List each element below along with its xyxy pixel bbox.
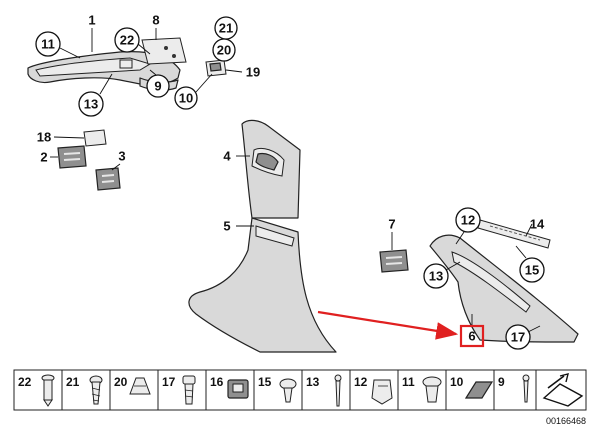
legend-label-22: 22 (18, 375, 32, 389)
callout-18: 18 (37, 130, 51, 145)
fastener-22-icon (41, 374, 55, 407)
callout-22: 22 (120, 33, 134, 48)
leader-3 (111, 163, 121, 171)
leader-15 (515, 245, 527, 259)
callout-bubble-13-right: 13 (423, 263, 449, 289)
legend-label-21: 21 (66, 375, 80, 389)
callout-10: 10 (179, 91, 193, 106)
legend-strip: 22 21 20 17 16 15 13 12 11 10 9 (13, 369, 587, 411)
callout-bubble-12: 12 (455, 207, 481, 233)
callout-bubble-13-top: 13 (78, 91, 104, 117)
part-7-switch (379, 249, 409, 273)
leader-13-top (99, 73, 113, 95)
part-4-upper-pillar (241, 119, 301, 219)
legend-label-13: 13 (306, 375, 320, 389)
fastener-9-icon (522, 374, 530, 403)
callout-6: 6 (468, 329, 475, 344)
legend-label-17: 17 (162, 375, 176, 389)
callout-2: 2 (40, 150, 47, 165)
leader-10 (195, 73, 213, 93)
highlight-box-6 (459, 324, 485, 348)
callout-bubble-22: 22 (114, 27, 140, 53)
callout-21: 21 (219, 21, 233, 36)
catalog-symbol-icon (542, 373, 584, 407)
callout-14: 14 (530, 217, 545, 232)
leader-17 (527, 325, 541, 333)
callout-9: 9 (154, 79, 161, 94)
callout-bubble-9: 9 (146, 74, 170, 98)
callout-13-top: 13 (84, 97, 98, 112)
callout-13-right: 13 (429, 269, 443, 284)
callout-bubble-20: 20 (212, 38, 236, 62)
fastener-21-icon (89, 375, 103, 405)
part-6-17-trim-panel (429, 234, 579, 343)
callout-20: 20 (217, 43, 231, 58)
part-3-switch (95, 167, 121, 191)
callout-bubble-21: 21 (214, 16, 238, 40)
callout-12: 12 (461, 213, 475, 228)
leader-14 (525, 223, 533, 237)
legend-label-12: 12 (354, 375, 368, 389)
fastener-16-icon (227, 379, 249, 399)
fastener-15-icon (279, 378, 297, 403)
fastener-17-icon (182, 375, 196, 405)
callout-8: 8 (152, 13, 159, 28)
part-5-lower-pillar (188, 217, 337, 353)
legend-label-15: 15 (258, 375, 272, 389)
leader-11 (59, 47, 81, 59)
leader-18 (53, 136, 85, 139)
callout-bubble-15: 15 (519, 257, 545, 283)
callout-7: 7 (388, 217, 395, 232)
callout-5: 5 (223, 219, 230, 234)
leader-12 (455, 231, 465, 245)
callout-4: 4 (223, 149, 231, 164)
fastener-13-icon (334, 374, 342, 407)
fastener-12-icon (371, 379, 393, 405)
legend-label-20: 20 (114, 375, 128, 389)
document-number: 00166468 (546, 416, 586, 426)
leader-13-right (445, 261, 461, 271)
fastener-11-icon (422, 376, 442, 403)
part-18-clip (83, 129, 107, 147)
callout-11: 11 (41, 37, 55, 52)
callout-17: 17 (511, 330, 525, 345)
leader-9 (149, 69, 157, 76)
callout-19: 19 (246, 65, 260, 80)
fastener-20-icon (129, 377, 151, 395)
part-2-switch (57, 145, 87, 169)
callout-bubble-11: 11 (35, 31, 61, 57)
leader-22 (137, 43, 151, 55)
callout-15: 15 (525, 263, 539, 278)
part-19-20-21-clips (205, 59, 227, 77)
callout-3: 3 (118, 149, 125, 164)
callout-bubble-17: 17 (505, 324, 531, 350)
legend-label-10: 10 (450, 375, 464, 389)
red-arrow-icon (317, 310, 459, 340)
legend-label-11: 11 (402, 375, 415, 389)
leader-19 (225, 69, 243, 73)
callout-bubble-10: 10 (174, 86, 198, 110)
fastener-10-icon (464, 381, 494, 399)
part-8-bracket (141, 37, 187, 65)
legend-label-9: 9 (498, 375, 505, 389)
legend-label-16: 16 (210, 375, 224, 389)
callout-1: 1 (88, 13, 95, 28)
